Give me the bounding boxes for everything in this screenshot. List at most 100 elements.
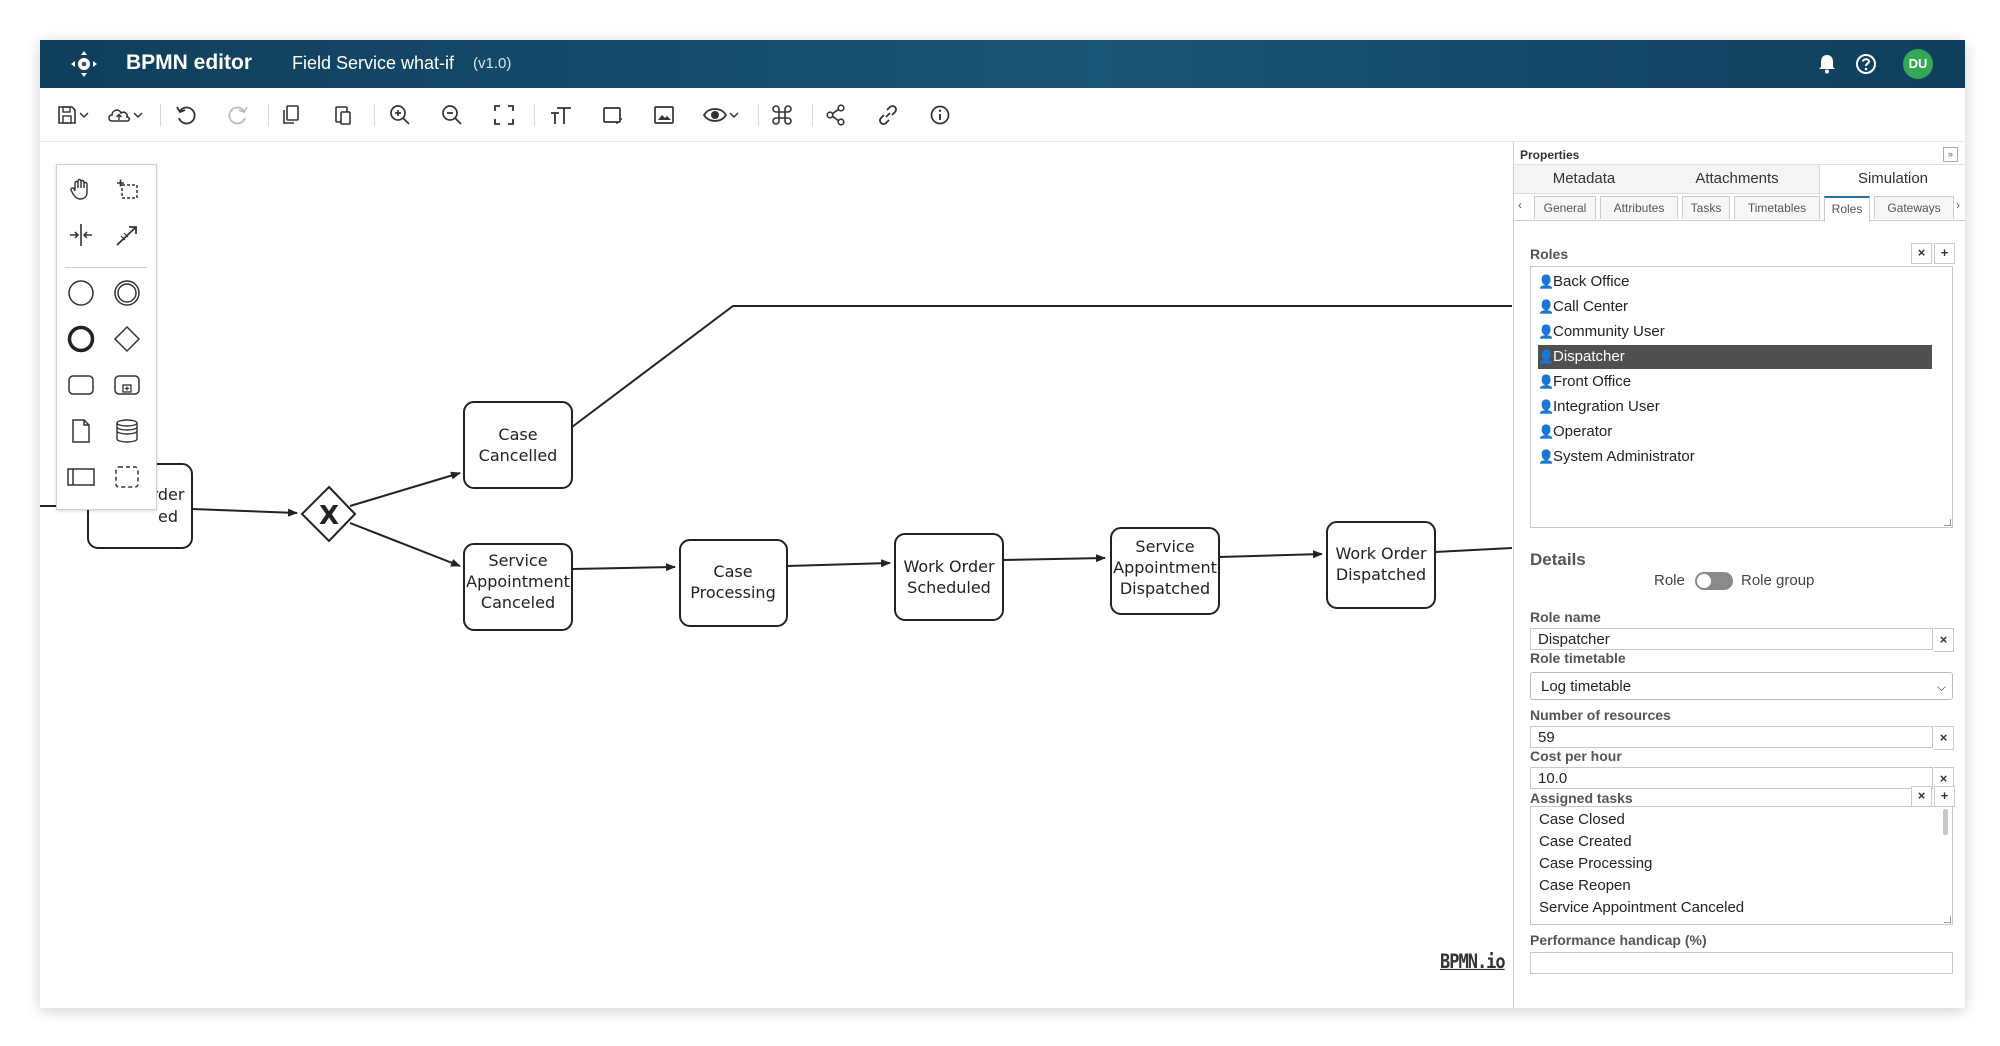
assigned-tasks-list[interactable]: Case Closed Case Created Case Processing… — [1530, 806, 1953, 925]
data-store-tool[interactable] — [111, 415, 143, 447]
connect-tool[interactable] — [111, 219, 143, 251]
role-name-input[interactable]: Dispatcher — [1530, 628, 1933, 650]
sequence-flow[interactable] — [1218, 550, 1323, 559]
exclusive-gateway[interactable]: X — [300, 485, 357, 543]
assigned-task-item[interactable]: Case Created — [1539, 833, 1632, 850]
sequence-flow[interactable] — [1002, 554, 1106, 563]
data-object-tool[interactable] — [65, 415, 97, 447]
cloud-menu-button[interactable] — [106, 102, 144, 128]
frame-button[interactable] — [600, 102, 624, 128]
assigned-task-item[interactable]: Service Appointment Canceled — [1539, 899, 1745, 916]
space-tool[interactable] — [65, 219, 97, 251]
view-menu-button[interactable] — [702, 102, 740, 128]
pool-tool[interactable] — [65, 461, 97, 493]
subtab-general[interactable]: General — [1534, 196, 1596, 219]
role-item[interactable]: 👤Front Office — [1538, 370, 1932, 394]
user-avatar[interactable]: DU — [1903, 49, 1933, 79]
tab-metadata[interactable]: Metadata — [1552, 170, 1616, 187]
tab-attachments[interactable]: Attachments — [1695, 170, 1779, 187]
add-role-button[interactable]: + — [1934, 243, 1955, 264]
fit-screen-button[interactable] — [492, 102, 516, 128]
subtabs-scroll-left-icon[interactable]: ‹ — [1518, 198, 1522, 212]
role-timetable-select[interactable]: Log timetable ⌵ — [1530, 672, 1953, 700]
redo-button[interactable] — [226, 102, 250, 128]
user-icon: 👤 — [1538, 274, 1555, 289]
assigned-task-item[interactable]: Case Reopen — [1539, 877, 1631, 894]
collapse-panel-button[interactable]: » — [1943, 147, 1958, 162]
remove-task-button[interactable]: × — [1911, 786, 1932, 807]
undo-button[interactable] — [174, 102, 198, 128]
copy-button[interactable] — [280, 102, 302, 128]
subprocess-tool[interactable] — [111, 369, 143, 401]
clear-role-name-button[interactable]: × — [1934, 628, 1954, 652]
space-icon — [70, 224, 92, 246]
role-item[interactable]: 👤Back Office — [1538, 270, 1932, 294]
bell-icon[interactable] — [1816, 53, 1838, 75]
resources-input[interactable]: 59 — [1530, 726, 1933, 748]
bpmn-io-watermark[interactable]: BPMN.io — [1440, 950, 1506, 974]
assigned-task-item[interactable]: Case Closed — [1539, 811, 1625, 828]
link-button[interactable] — [876, 102, 900, 128]
assigned-task-item[interactable]: Case Processing — [1539, 855, 1653, 872]
paste-button[interactable] — [332, 102, 354, 128]
subtab-gateways[interactable]: Gateways — [1874, 196, 1954, 219]
task-tool[interactable] — [65, 369, 97, 401]
info-button[interactable] — [928, 102, 952, 128]
scrollbar[interactable] — [1943, 809, 1948, 835]
resize-handle[interactable] — [1944, 916, 1951, 923]
app-name: BPMN editor — [126, 51, 252, 74]
end-event-tool[interactable] — [65, 323, 97, 355]
sequence-flow[interactable] — [1434, 547, 1512, 553]
sequence-flow[interactable] — [349, 522, 461, 567]
subtab-attributes[interactable]: Attributes — [1600, 196, 1678, 219]
sequence-flow[interactable] — [349, 471, 461, 507]
command-button[interactable] — [770, 102, 794, 128]
group-tool[interactable] — [111, 461, 143, 493]
subtab-tasks[interactable]: Tasks — [1682, 196, 1730, 219]
resize-handle[interactable] — [1944, 519, 1951, 526]
subtab-timetables[interactable]: Timetables — [1734, 196, 1820, 219]
role-group-toggle[interactable] — [1695, 572, 1733, 590]
hand-tool[interactable] — [65, 173, 97, 205]
sequence-flow[interactable] — [191, 508, 298, 517]
text-size-button[interactable] — [548, 102, 574, 128]
project-name[interactable]: Field Service what-if — [292, 53, 455, 73]
role-item[interactable]: 👤Community User — [1538, 320, 1932, 344]
subtab-roles[interactable]: Roles — [1824, 196, 1870, 222]
lasso-tool[interactable] — [111, 173, 143, 205]
gateway-tool[interactable] — [111, 323, 143, 355]
role-item[interactable]: 👤Operator — [1538, 420, 1932, 444]
sequence-flow[interactable] — [571, 305, 1512, 428]
role-item[interactable]: 👤System Administrator — [1538, 445, 1932, 469]
start-event-tool[interactable] — [65, 277, 97, 309]
intermediate-event-tool[interactable] — [111, 277, 143, 309]
tab-simulation[interactable]: Simulation — [1819, 165, 1965, 194]
help-icon[interactable] — [1855, 53, 1877, 75]
subtabs-scroll-right-icon[interactable]: › — [1956, 198, 1960, 212]
remove-role-button[interactable]: × — [1911, 243, 1932, 264]
image-button[interactable] — [652, 102, 676, 128]
sequence-flow[interactable] — [571, 563, 676, 572]
share-button[interactable] — [824, 102, 848, 128]
save-menu-button[interactable] — [56, 102, 90, 128]
chevron-down-icon — [729, 112, 739, 119]
role-item-selected[interactable]: 👤Dispatcher — [1538, 345, 1932, 369]
add-task-button[interactable]: + — [1934, 786, 1955, 807]
zoom-out-button[interactable] — [440, 102, 464, 128]
role-item[interactable]: 👤Call Center — [1538, 295, 1932, 319]
toggle-label-role-group: Role group — [1741, 572, 1815, 589]
clear-resources-button[interactable]: × — [1934, 726, 1954, 750]
frame-icon — [603, 107, 622, 124]
cost-input[interactable]: 10.0 — [1530, 767, 1933, 789]
handicap-input[interactable] — [1530, 952, 1953, 974]
zoom-in-button[interactable] — [388, 102, 412, 128]
role-item[interactable]: 👤Integration User — [1538, 395, 1932, 419]
sequence-flow[interactable] — [786, 559, 891, 568]
